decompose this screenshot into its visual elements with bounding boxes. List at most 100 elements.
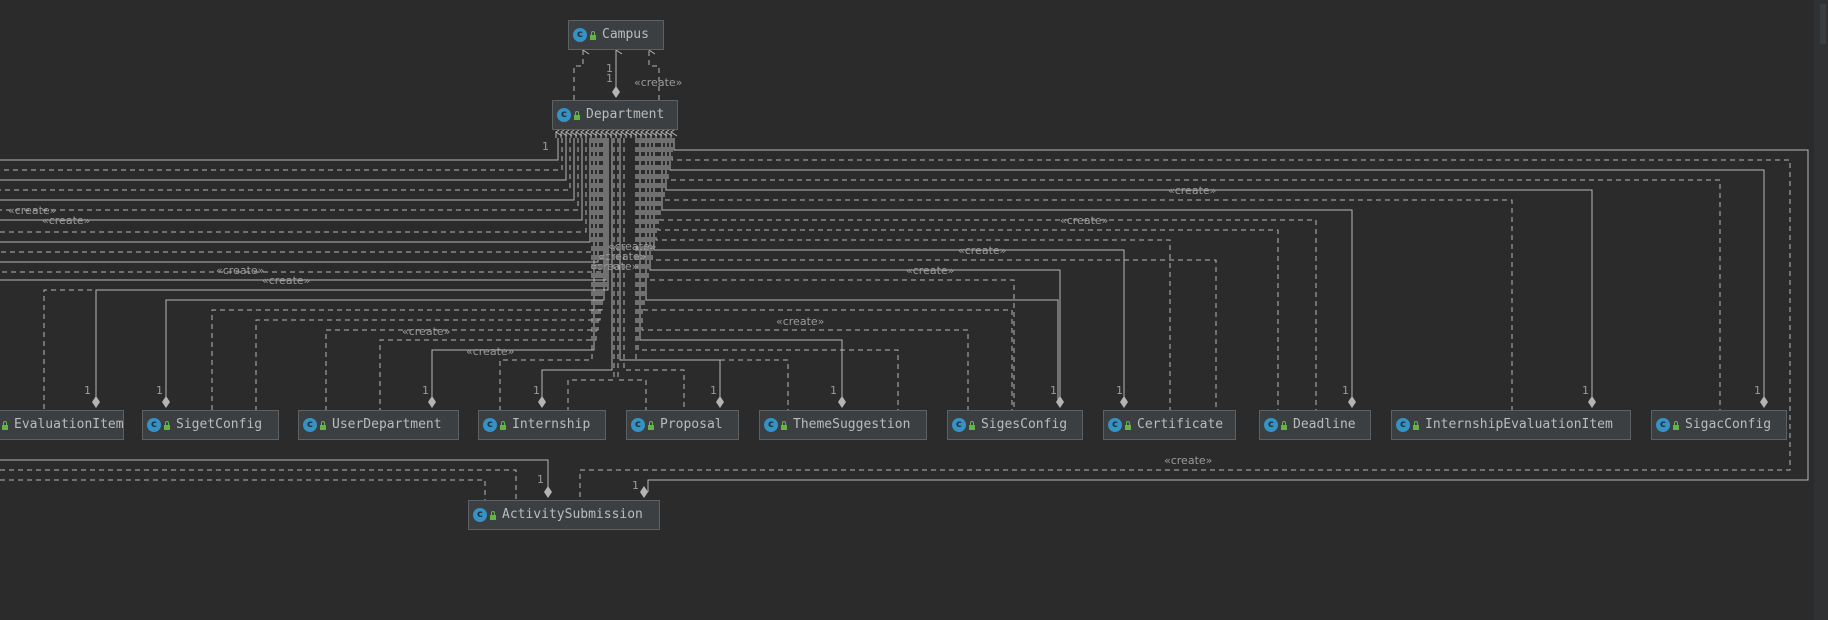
create-label: «create» [608,240,657,253]
class-name: Internship [512,417,591,432]
class-name: EvaluationItem [14,417,124,432]
dependency-edge [641,138,969,410]
multiplicity-label: 1 [542,140,549,153]
class-name: UserDepartment [332,417,442,432]
class-icon: c [952,418,966,432]
dependency-edge [651,138,1217,410]
class-icon: c [631,418,645,432]
public-visibility-icon [500,420,506,430]
dependency-edge [579,138,1791,500]
association-edge [665,138,1593,400]
class-icon: c [573,28,587,42]
class-name: Campus [602,27,649,42]
class-icon: c [1108,418,1122,432]
class-siget-config[interactable]: c SigetConfig [142,410,279,440]
class-proposal[interactable]: c Proposal [626,410,739,440]
class-icon: c [1264,418,1278,432]
multiplicity-label: 1 [830,384,837,397]
class-certificate[interactable]: c Certificate [1103,410,1236,440]
create-label: «create» [466,345,515,358]
dependency-edge [635,138,789,410]
dependency-edge [325,138,599,410]
class-internship[interactable]: c Internship [478,410,606,440]
create-label: «create» [402,325,451,338]
create-label: «create» [8,204,57,217]
class-campus[interactable]: c Campus [568,20,664,50]
class-name: SigacConfig [1685,417,1772,432]
offscreen-edge [0,138,591,243]
class-name: SigesConfig [981,417,1068,432]
class-theme-suggestion[interactable]: c ThemeSuggestion [759,410,927,440]
offscreen-edge [0,138,603,273]
composition-diamond [1588,396,1596,408]
public-visibility-icon [1125,420,1131,430]
create-label: «create» [776,315,825,328]
dependency-edge [647,138,1015,410]
class-icon: c [473,508,487,522]
class-name: Department [586,107,665,122]
class-deadline[interactable]: c Deadline [1259,410,1371,440]
create-label: «create» [216,264,265,277]
multiplicity-label: 1 [1582,384,1589,397]
association-edge [669,138,1765,400]
class-evaluation-item[interactable]: c EvaluationItem [0,410,124,440]
dependency-edge [379,138,597,410]
dependency-edge [567,138,615,410]
class-icon: c [1656,418,1670,432]
association-edge [639,138,843,400]
dependency-edge [667,138,1721,410]
create-label: «create» [1168,184,1217,197]
create-label: «create» [1060,214,1109,227]
class-internship-evaluation-item[interactable]: c InternshipEvaluationItem [1391,410,1631,440]
composition-diamond [1056,396,1064,408]
offscreen-edge [0,138,571,191]
multiplicity-label: 1 [422,384,429,397]
public-visibility-icon [1281,420,1287,430]
association-edge [165,138,605,400]
class-name: SigetConfig [176,417,263,432]
class-name: ThemeSuggestion [793,417,911,432]
class-department[interactable]: c Department [552,100,678,130]
create-label: «create» [634,76,683,89]
public-visibility-icon [320,420,326,430]
vertical-scrollbar[interactable] [1814,0,1828,620]
multiplicity-label: 1 [1342,384,1349,397]
dependency-edge [499,138,593,410]
composition-diamond [1120,396,1128,408]
dependency-edge [659,138,1317,410]
multiplicity-label: 1 [606,72,613,85]
dependency-edge [648,45,660,100]
class-user-department[interactable]: c UserDepartment [298,410,459,440]
multiplicity-label: 1 [710,384,717,397]
dependency-edge [211,138,603,410]
association-edge [661,138,1353,400]
public-visibility-icon [164,420,170,430]
dependency-edge [663,138,1513,410]
class-activity-submission[interactable]: c ActivitySubmission [468,500,660,530]
composition-diamond [92,396,100,408]
association-edge [95,138,609,400]
association-edge [649,138,1061,400]
composition-diamond [428,396,436,408]
association-edge [647,138,1809,492]
class-icon: c [764,418,778,432]
association-edge [645,138,1059,400]
class-sigac-config[interactable]: c SigacConfig [1651,410,1787,440]
create-label: «create» [598,250,647,263]
association-edge [0,459,549,492]
public-visibility-icon [1673,420,1679,430]
dependency-edge [617,138,647,410]
class-name: ActivitySubmission [502,507,643,522]
offscreen-edge [0,138,575,201]
create-label: «create» [1164,454,1213,467]
dependency-edge [0,479,486,500]
class-siges-config[interactable]: c SigesConfig [947,410,1083,440]
create-label: «create» [906,264,955,277]
public-visibility-icon [969,420,975,430]
dependency-edge [43,138,607,410]
dependency-edge [637,138,899,410]
class-name: Certificate [1137,417,1224,432]
offscreen-edge [0,138,595,253]
scrollbar-thumb[interactable] [1820,4,1826,44]
